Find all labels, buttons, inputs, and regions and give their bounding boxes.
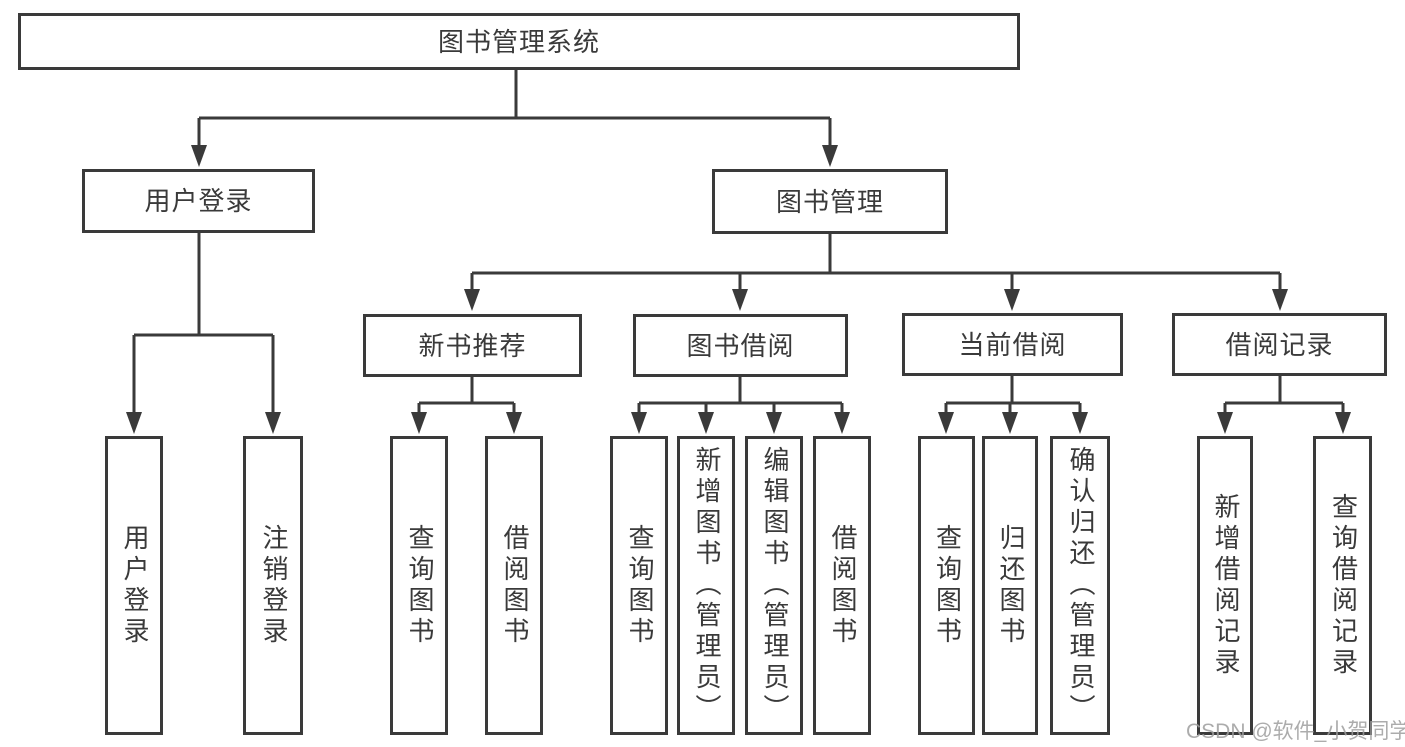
arrow-head <box>631 412 647 434</box>
node-query-borrow-record: 查询借阅记录 <box>1313 436 1372 735</box>
node-label: 用户登录 <box>119 523 150 648</box>
node-label: 归还图书 <box>995 523 1026 648</box>
watermark: CSDN @软件_小贺同学 <box>1186 720 1405 743</box>
node-return-book: 归还图书 <box>982 436 1038 735</box>
arrow-head <box>834 412 850 434</box>
arrow-head <box>1072 412 1088 434</box>
arrow-head <box>1272 289 1288 311</box>
node-label: 注销登录 <box>258 523 289 648</box>
node-logout: 注销登录 <box>243 436 303 735</box>
node-label: 查询图书 <box>624 523 655 648</box>
node-label: 查询图书 <box>404 523 435 648</box>
node-borrow-books-leaf: 借阅图书 <box>813 436 871 735</box>
arrow-head <box>1004 289 1020 311</box>
arrow-head <box>766 412 782 434</box>
arrow-head <box>506 412 522 434</box>
node-query-books-borrow: 查询图书 <box>610 436 668 735</box>
node-borrow-books-recommend: 借阅图书 <box>485 436 543 735</box>
node-current-borrowing: 当前借阅 <box>902 313 1123 376</box>
arrow-head <box>698 412 714 434</box>
node-label: 图书管理 <box>775 186 884 217</box>
node-book-management: 图书管理 <box>712 169 948 234</box>
node-library-system: 图书管理系统 <box>18 13 1020 70</box>
node-book-borrowing: 图书借阅 <box>633 314 848 377</box>
node-label: 新增借阅记录 <box>1210 492 1241 679</box>
node-label: 图书管理系统 <box>437 26 600 57</box>
arrow-head <box>1217 412 1233 434</box>
arrow-head <box>938 412 954 434</box>
node-label: 查询图书 <box>932 523 963 648</box>
node-confirm-return-admin: 确认归还（管理员） <box>1050 436 1110 735</box>
node-add-book-admin: 新增图书（管理员） <box>677 436 735 735</box>
node-label: 图书借阅 <box>686 330 795 361</box>
node-user-login: 用户登录 <box>82 169 315 233</box>
connector-lines <box>132 70 1345 417</box>
arrow-head <box>191 145 207 167</box>
node-label: 编辑图书（管理员） <box>759 446 790 725</box>
node-user-login-leaf: 用户登录 <box>105 436 163 735</box>
node-label: 确认归还（管理员） <box>1065 446 1096 725</box>
arrow-head <box>411 412 427 434</box>
node-label: 当前借阅 <box>958 329 1067 360</box>
arrowheads-group <box>126 145 1351 434</box>
arrow-head <box>822 145 838 167</box>
arrow-head <box>1002 412 1018 434</box>
node-query-books-current: 查询图书 <box>918 436 975 735</box>
node-new-book-recommendation: 新书推荐 <box>363 314 582 377</box>
node-add-borrow-record: 新增借阅记录 <box>1197 436 1253 735</box>
node-label: 查询借阅记录 <box>1328 492 1359 679</box>
arrow-head <box>464 289 480 311</box>
arrow-head <box>265 412 281 434</box>
node-label: 新增图书（管理员） <box>691 446 722 725</box>
node-edit-book-admin: 编辑图书（管理员） <box>745 436 803 735</box>
arrow-head <box>1335 412 1351 434</box>
node-label: 新书推荐 <box>418 330 527 361</box>
node-borrowing-records: 借阅记录 <box>1172 313 1387 376</box>
node-label: 借阅图书 <box>827 523 858 648</box>
arrow-head <box>732 289 748 311</box>
node-label: 借阅图书 <box>499 523 530 648</box>
node-query-books-recommend: 查询图书 <box>390 436 448 735</box>
node-label: 用户登录 <box>144 186 253 216</box>
arrow-head <box>126 412 142 434</box>
node-label: 借阅记录 <box>1225 329 1334 360</box>
